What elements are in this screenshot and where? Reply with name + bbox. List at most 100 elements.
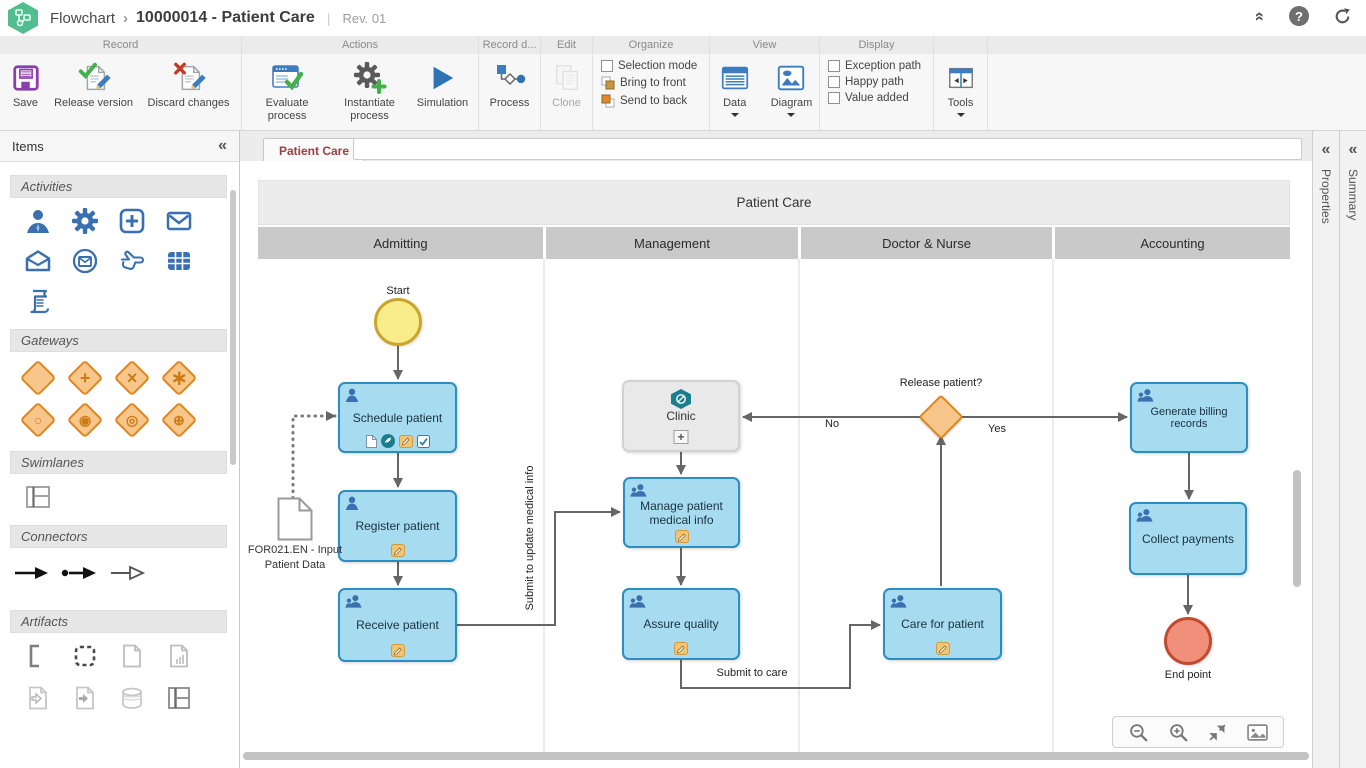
message-circle-icon[interactable] [70,246,100,276]
sequence-flow-icon[interactable] [12,558,52,588]
service-task-icon[interactable] [70,206,100,236]
tab-patient-care[interactable]: Patient Care [263,138,366,162]
expand-subprocess-icon[interactable]: + [673,430,689,444]
task-register-patient[interactable]: Register patient [338,490,457,562]
instantiate-process-icon [352,60,388,96]
report-artifact-icon[interactable] [164,641,194,671]
gateway-parallel-event-icon[interactable]: ⊕ [160,401,197,439]
exception-path-checkbox[interactable]: Exception path [828,60,921,72]
properties-panel-collapsed[interactable]: « Properties [1312,131,1339,768]
canvas-horizontal-scrollbar[interactable] [243,752,1309,760]
lane-header-doctor-nurse[interactable]: Doctor & Nurse [801,227,1052,259]
task-collect-payments[interactable]: Collect payments [1129,502,1247,575]
gateway-parallel-icon[interactable]: + [66,359,103,397]
section-artifacts: Artifacts [10,610,227,633]
start-event[interactable] [374,298,422,346]
evaluate-process-button[interactable]: Evaluate process [242,58,332,125]
checkbox-icon [828,76,840,88]
gateway-exclusive-x-icon[interactable]: × [113,359,150,397]
simulation-button[interactable]: Simulation [407,58,478,112]
open-arrow-flow-icon[interactable] [108,558,148,588]
summary-panel-collapsed[interactable]: « Summary [1339,131,1366,768]
user-task-icon[interactable] [23,206,53,236]
section-gateways: Gateways [10,329,227,352]
gateway-event-based-icon[interactable]: ◉ [66,401,103,439]
data-input-artifact-icon[interactable] [23,683,53,713]
data-button[interactable]: Data [713,58,757,119]
refresh-icon[interactable] [1333,7,1352,26]
release-version-button[interactable]: Release version [48,58,140,112]
message-task-icon[interactable] [164,206,194,236]
canvas-vertical-scrollbar[interactable] [1293,470,1301,587]
zoom-out-button[interactable] [1126,720,1152,744]
business-rule-task-icon[interactable] [164,246,194,276]
caret-down-icon [956,113,965,118]
lane-header-accounting[interactable]: Accounting [1055,227,1290,259]
fit-to-screen-button[interactable] [1205,720,1231,744]
user-icon [345,496,359,510]
annotation-artifact-icon[interactable] [70,641,100,671]
zoom-in-button[interactable] [1165,720,1191,744]
end-event-label: End point [1164,669,1212,681]
gateway-label: Release patient? [899,377,983,389]
section-connectors: Connectors [10,525,227,548]
canvas-area: Patient Care Patient Care Admitting Mana… [240,131,1312,768]
gateway-complex-icon[interactable]: ∗ [160,359,197,397]
edge-label-yes: Yes [988,423,1006,435]
diagram-button[interactable]: Diagram [767,58,817,119]
expand-properties-icon[interactable]: « [1321,141,1331,158]
diagram-canvas[interactable]: Patient Care Admitting Management Doctor… [240,161,1312,768]
subprocess-clinic[interactable]: Clinic + [622,380,740,452]
task-care-for-patient[interactable]: Care for patient [883,588,1002,660]
gateway-exclusive-icon[interactable] [19,359,56,397]
note-badge-icon [674,642,688,655]
selection-mode-checkbox[interactable]: Selection mode [601,60,697,72]
lane-header-management[interactable]: Management [546,227,798,259]
tools-button[interactable]: Tools [939,58,983,119]
end-event[interactable] [1164,617,1212,665]
gateway-inclusive-icon[interactable]: ○ [19,401,56,439]
document-artifact-icon[interactable] [117,641,147,671]
task-assure-quality[interactable]: Assure quality [622,588,740,660]
ribbon-group-record: Record Save Release version [0,36,242,130]
swimlane-icon[interactable] [23,482,53,512]
breadcrumb-app[interactable]: Flowchart [50,9,116,27]
happy-path-checkbox[interactable]: Happy path [828,76,904,88]
task-manage-patient-medical-info[interactable]: Manage patient medical info [623,477,740,548]
matrix-artifact-icon[interactable] [164,683,194,713]
task-generate-billing-records[interactable]: Generate billing records [1130,382,1248,453]
gateway-release-patient[interactable] [918,394,964,440]
help-icon[interactable]: ? [1289,6,1309,26]
group-label [934,36,987,54]
artifact-document[interactable] [277,497,313,541]
plus-task-icon[interactable] [117,206,147,236]
gateway-event-sub-icon[interactable]: ◎ [113,401,150,439]
script-task-icon[interactable] [23,286,53,316]
checkbox-icon [828,92,840,104]
lane-divider [798,259,800,753]
discard-changes-button[interactable]: Discard changes [140,58,238,112]
expand-summary-icon[interactable]: « [1348,141,1358,158]
send-to-back-button[interactable]: Send to back [601,94,687,108]
manual-task-icon[interactable] [117,246,147,276]
process-button[interactable]: Process [486,58,534,112]
group-label: Record [0,36,241,54]
collapse-palette-icon[interactable]: « [218,137,227,154]
open-envelope-icon[interactable] [23,246,53,276]
export-image-button[interactable] [1244,720,1270,744]
task-receive-patient[interactable]: Receive patient [338,588,457,662]
value-added-checkbox[interactable]: Value added [828,92,909,104]
data-output-artifact-icon[interactable] [70,683,100,713]
palette-scrollbar[interactable] [230,190,236,465]
bring-to-front-button[interactable]: Bring to front [601,76,686,90]
instantiate-process-button[interactable]: Instantiate process [332,58,407,125]
association-flow-icon[interactable] [60,558,100,588]
ribbon-group-actions: Actions Evaluate process Instantiate pro… [242,36,479,130]
datastore-artifact-icon[interactable] [117,683,147,713]
save-button[interactable]: Save [4,58,48,112]
clone-button[interactable]: Clone [545,58,589,112]
lane-header-admitting[interactable]: Admitting [258,227,543,259]
group-artifact-icon[interactable] [23,641,53,671]
task-schedule-patient[interactable]: Schedule patient [338,382,457,453]
collapse-ribbon-icon[interactable]: « [1250,11,1270,21]
